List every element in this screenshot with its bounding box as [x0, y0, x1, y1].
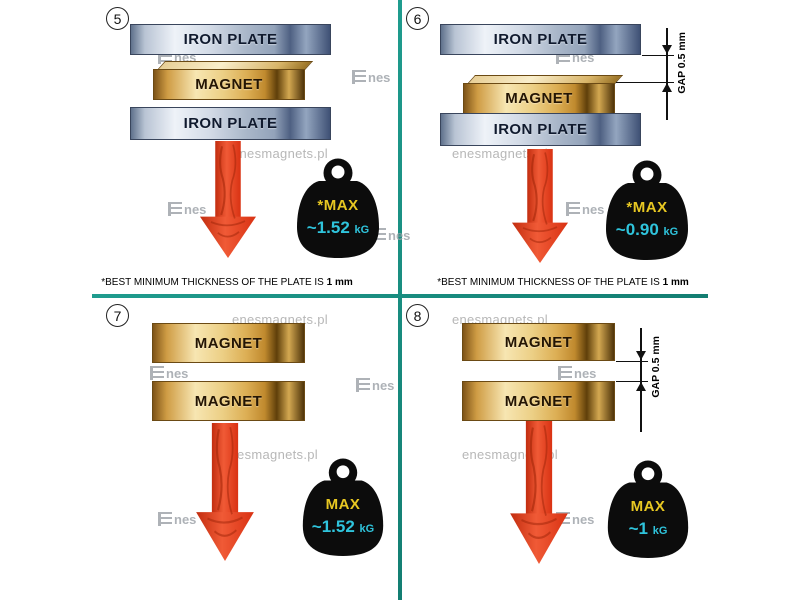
weight-max-label-q7: MAX [325, 496, 361, 513]
enes-logo-watermark: nes [150, 366, 188, 380]
weight-value-q6: ~0.90 kG [597, 220, 697, 240]
footnote-q5: *BEST MINIMUM THICKNESS OF THE PLATE IS … [72, 277, 382, 288]
enes-logo-text: nes [372, 378, 395, 393]
force-arrow-icon-q8 [504, 421, 574, 564]
weight-value-unit: kG [354, 224, 370, 236]
figure-number-6: 6 [406, 7, 429, 30]
weight-value-unit: kG [652, 525, 668, 537]
gap-arrow-down-icon [636, 351, 646, 360]
weight-value-number: ~1 [628, 519, 648, 538]
enes-logo-watermark: nes [158, 512, 196, 526]
divider-vertical [398, 0, 402, 600]
force-arrow-icon-q5 [194, 141, 262, 258]
weight-value-unit: kG [663, 226, 679, 238]
enes-logo-text: nes [574, 366, 597, 381]
magnet-q6: MAGNET [463, 83, 615, 114]
enes-logo-text: nes [582, 202, 605, 217]
weight-max-label-q8: MAX [630, 498, 666, 515]
enes-logo-text: nes [388, 228, 411, 243]
footnote-bold: 1 mm [662, 277, 689, 288]
enes-logo-text: nes [174, 512, 197, 527]
weight-q6: *MAX ~0.90 kG [597, 159, 697, 261]
enes-logo-e-icon [158, 512, 172, 526]
gap-arrow-up-icon [636, 382, 646, 391]
footnote-bold: 1 mm [326, 277, 353, 288]
enes-logo-e-icon [352, 70, 366, 84]
magnet-top-q7: MAGNET [152, 323, 305, 363]
enes-logo-e-icon [356, 378, 370, 392]
gap-extension-line [616, 361, 648, 362]
magnet-q5: MAGNET [153, 69, 305, 100]
magnet-top-q8: MAGNET [462, 323, 615, 361]
enes-logo-watermark: nes [558, 366, 596, 380]
enes-logo-watermark: nes [352, 70, 390, 84]
enes-logo-text: nes [166, 366, 189, 381]
magnet-bottom-q7: MAGNET [152, 381, 305, 421]
enes-logo-e-icon [558, 366, 572, 380]
weight-max-label-q5: *MAX [317, 197, 359, 214]
weight-value-q7: ~1.52 kG [294, 517, 392, 537]
enes-logo-e-icon [566, 202, 580, 216]
watermark-site: enesmagnets.pl [452, 146, 548, 161]
force-arrow-icon-q7 [190, 423, 260, 561]
figure-number-5: 5 [106, 7, 129, 30]
watermark-site: enesmagnets.pl [232, 146, 328, 161]
iron-plate-top-q6: IRON PLATE [440, 24, 641, 55]
weight-value-unit: kG [359, 523, 375, 535]
gap-label-q8: GAP 0.5 mm [650, 336, 662, 398]
footnote-text: *BEST MINIMUM THICKNESS OF THE PLATE IS [101, 277, 324, 288]
enes-logo-text: nes [572, 512, 595, 527]
enes-logo-watermark: nes [168, 202, 206, 216]
gap-extension-line [642, 55, 674, 56]
enes-logo-e-icon [168, 202, 182, 216]
enes-logo-text: nes [184, 202, 207, 217]
gap-dimension-line [666, 28, 668, 120]
gap-arrow-down-icon [662, 45, 672, 54]
figure-number-8: 8 [406, 304, 429, 327]
enes-logo-watermark: nes [356, 378, 394, 392]
weight-value-q8: ~1 kG [599, 519, 697, 539]
iron-plate-top-q5: IRON PLATE [130, 24, 331, 55]
weight-max-label-q6: *MAX [626, 199, 668, 216]
weight-value-number: ~1.52 [311, 517, 355, 536]
footnote-text: *BEST MINIMUM THICKNESS OF THE PLATE IS [437, 277, 660, 288]
figure-number-7: 7 [106, 304, 129, 327]
gap-extension-line [616, 82, 674, 83]
gap-extension-line [616, 381, 648, 382]
iron-plate-bottom-q5: IRON PLATE [130, 107, 331, 140]
weight-q8: MAX ~1 kG [599, 459, 697, 559]
iron-plate-bottom-q6: IRON PLATE [440, 113, 641, 146]
weight-value-number: ~0.90 [615, 220, 659, 239]
watermark-site: enesmagnets.pl [222, 447, 318, 462]
enes-logo-e-icon [150, 366, 164, 380]
force-arrow-icon-q6 [506, 149, 574, 263]
gap-arrow-up-icon [662, 83, 672, 92]
weight-value-q5: ~1.52 kG [288, 218, 388, 238]
gap-label-q6: GAP 0.5 mm [676, 32, 688, 94]
footnote-q6: *BEST MINIMUM THICKNESS OF THE PLATE IS … [408, 277, 718, 288]
divider-horizontal [92, 294, 708, 298]
gap-dimension-line [640, 328, 642, 432]
enes-logo-watermark: nes [566, 202, 604, 216]
weight-q5: *MAX ~1.52 kG [288, 157, 388, 259]
magnet-bottom-q8: MAGNET [462, 381, 615, 421]
enes-logo-text: nes [368, 70, 391, 85]
weight-value-number: ~1.52 [306, 218, 350, 237]
weight-q7: MAX ~1.52 kG [294, 457, 392, 557]
